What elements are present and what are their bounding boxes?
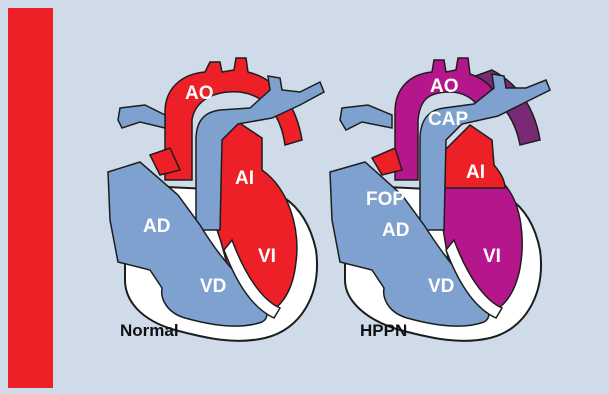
hppn-label-cap: CAP [428,109,468,130]
normal-label-ad: AD [143,216,170,237]
hppn-label-vd: VD [428,276,454,297]
hppn-caption: HPPN [360,321,407,340]
left-red-band [8,8,53,388]
normal-label-vi: VI [258,246,276,267]
hppn-label-ad: AD [382,220,409,241]
hppn-label-fop: FOP [366,189,405,210]
normal-label-ao: AO [185,83,214,104]
hppn-label-vi: VI [483,246,501,267]
hppn-label-ai: AI [466,162,485,183]
normal-label-vd: VD [200,276,226,297]
hppn-label-ao: AO [430,76,459,97]
normal-label-ai: AI [235,168,254,189]
normal-caption: Normal [120,321,179,340]
